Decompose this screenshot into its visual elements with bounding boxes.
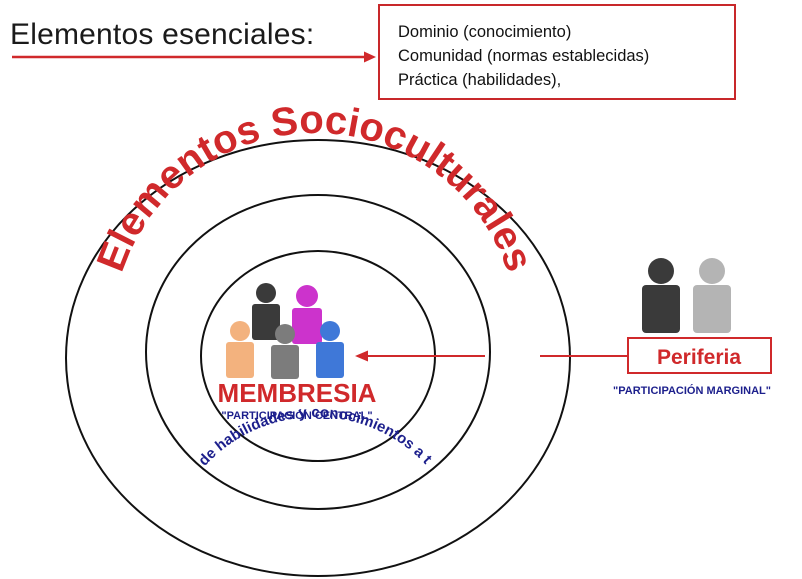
- periphery-subtitle: "PARTICIPACIÓN MARGINAL": [613, 384, 771, 397]
- person-icon: [271, 324, 299, 379]
- person-icon: [693, 258, 731, 333]
- outer-ring: [65, 139, 571, 577]
- membership-title: MEMBRESIA: [218, 378, 377, 408]
- inward-arrow-icon: [355, 350, 628, 362]
- membership-subtitle: "PARTICIPACIÓN CENTRAL": [221, 409, 372, 422]
- person-icon: [642, 258, 680, 333]
- person-icon: [252, 283, 280, 340]
- essential-item-practice: Práctica (habilidades),: [398, 71, 562, 89]
- diagram-title: Elementos esenciales:: [10, 18, 315, 51]
- person-icon: [316, 321, 344, 378]
- periphery-group-icons: [642, 258, 731, 333]
- center-group-icons: [226, 283, 344, 379]
- person-icon: [292, 285, 322, 344]
- periphery-box: [627, 337, 772, 374]
- person-icon: [226, 321, 254, 378]
- essential-elements-box: Dominio (conocimiento) Comunidad (normas…: [378, 4, 736, 100]
- essential-item-community: Comunidad (normas establecidas): [398, 47, 650, 65]
- essential-item-domain: Dominio (conocimiento): [398, 23, 572, 41]
- periphery-label: Periferia: [657, 346, 741, 369]
- header-arrow-icon: [12, 51, 376, 63]
- middle-ring: [145, 194, 491, 510]
